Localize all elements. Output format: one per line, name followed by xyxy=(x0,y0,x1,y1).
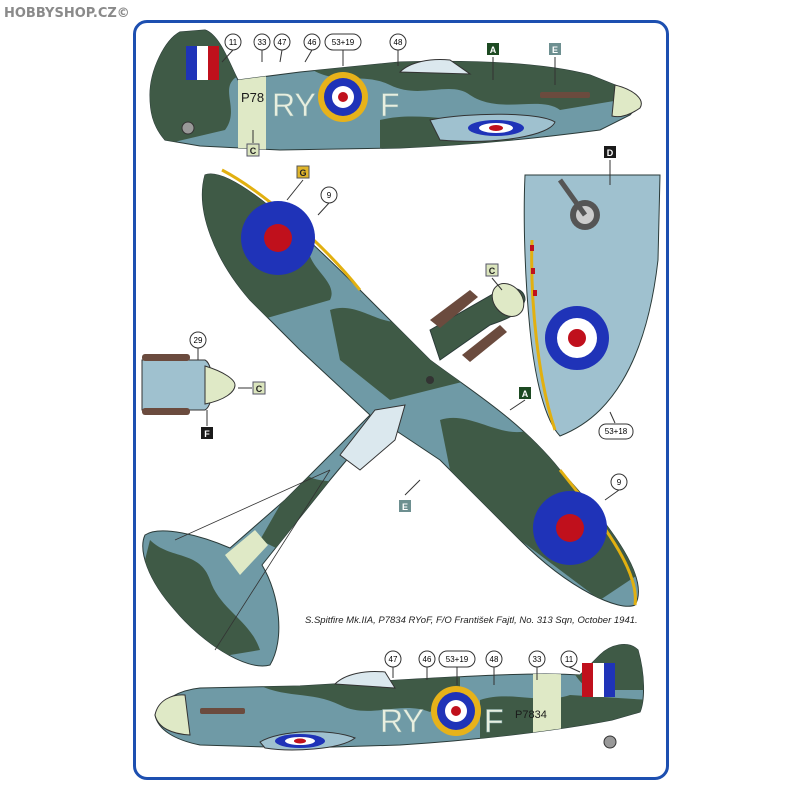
callout-46-top: 46 xyxy=(303,33,321,63)
callout-11-top: 11 xyxy=(221,33,242,63)
callout-11-bottom: 11 xyxy=(560,650,581,673)
plan-canopy xyxy=(339,404,406,471)
top-code-right: F xyxy=(380,87,400,123)
top-serial: P78 xyxy=(241,90,264,105)
svg-text:F: F xyxy=(204,429,210,439)
svg-text:D: D xyxy=(607,148,614,158)
underside-wing-detail xyxy=(523,174,661,437)
fin-flash-red xyxy=(208,46,219,80)
svg-text:46: 46 xyxy=(308,38,317,47)
svg-text:E: E xyxy=(552,45,558,55)
top-letter-boxes: A E C xyxy=(246,43,561,157)
plan-view xyxy=(142,168,639,667)
callout-53-19-bottom: 53+19 xyxy=(438,650,476,685)
callout-48-top: 48 xyxy=(389,33,407,66)
letter-a-plan: A xyxy=(509,387,531,411)
callout-46-bottom: 46 xyxy=(418,650,436,680)
letter-c-nose: C xyxy=(238,381,266,395)
svg-text:48: 48 xyxy=(490,655,499,664)
callout-53-18: 53+18 xyxy=(598,411,634,440)
top-profile: P78 RY F xyxy=(149,29,642,151)
plan-spinner xyxy=(491,283,525,317)
svg-text:9: 9 xyxy=(327,191,332,200)
svg-text:9: 9 xyxy=(617,478,622,487)
letter-e-top: E xyxy=(549,43,561,85)
svg-text:C: C xyxy=(250,146,257,156)
callout-53-19-top: 53+19 xyxy=(324,33,362,66)
letter-a-top: A xyxy=(487,43,499,80)
letter-f: F xyxy=(201,410,213,439)
svg-text:11: 11 xyxy=(229,38,238,47)
bottom-spinner xyxy=(154,694,191,736)
top-code-left: RY xyxy=(272,87,316,123)
letter-c-plan: C xyxy=(485,263,503,291)
svg-text:47: 47 xyxy=(278,38,287,47)
top-spinner xyxy=(611,84,642,118)
svg-text:11: 11 xyxy=(565,655,574,664)
nose-detail: 29 C F xyxy=(141,331,266,439)
svg-text:47: 47 xyxy=(389,655,398,664)
svg-text:33: 33 xyxy=(533,655,542,664)
svg-text:C: C xyxy=(489,266,496,276)
bottom-code-right: F xyxy=(484,703,504,739)
svg-text:53+19: 53+19 xyxy=(446,655,469,664)
svg-text:48: 48 xyxy=(394,38,403,47)
letter-e-plan: E xyxy=(399,479,421,512)
callout-47-top: 47 xyxy=(273,33,291,63)
callout-33-bottom: 33 xyxy=(528,650,546,680)
nose-spinner xyxy=(204,365,236,405)
profile-frame xyxy=(133,20,669,780)
bottom-profile: RY F P7834 xyxy=(154,644,644,751)
callout-9-upper: 9 xyxy=(317,186,338,216)
fin-flash-blue xyxy=(186,46,197,80)
plan-callouts: G 9 C A E 9 xyxy=(286,165,628,512)
bottom-serial: P7834 xyxy=(515,709,547,721)
svg-text:33: 33 xyxy=(258,38,267,47)
letter-g: G xyxy=(286,165,310,201)
callout-48-bottom: 48 xyxy=(485,650,503,685)
bottom-code-left: RY xyxy=(380,703,424,739)
svg-text:A: A xyxy=(522,389,529,399)
callout-47-bottom: 47 xyxy=(384,650,402,678)
svg-text:46: 46 xyxy=(423,655,432,664)
svg-text:G: G xyxy=(299,168,306,178)
caption: S.Spitfire Mk.IIA, P7834 RYoF, F/O Frant… xyxy=(305,615,638,626)
letter-d: D xyxy=(604,146,616,185)
svg-text:A: A xyxy=(490,45,497,55)
callout-9-lower: 9 xyxy=(604,473,628,501)
watermark: HOBBYSHOP.CZ© xyxy=(4,6,130,21)
svg-text:29: 29 xyxy=(194,336,203,345)
bottom-callouts: 47 46 53+19 48 33 11 xyxy=(384,650,581,685)
underside-callouts: D 53+18 xyxy=(598,146,634,440)
callout-33-top: 33 xyxy=(253,33,271,62)
letter-c-top: C xyxy=(246,130,260,157)
svg-text:E: E xyxy=(402,502,408,512)
fin-flash-white xyxy=(197,46,208,80)
top-canopy xyxy=(398,59,472,75)
top-callouts: 11 33 47 46 53+19 48 xyxy=(221,33,407,66)
svg-text:C: C xyxy=(256,384,263,394)
top-exhausts xyxy=(540,92,590,98)
callout-29: 29 xyxy=(189,331,207,360)
svg-text:53+19: 53+19 xyxy=(332,38,355,47)
svg-text:53+18: 53+18 xyxy=(605,427,628,436)
